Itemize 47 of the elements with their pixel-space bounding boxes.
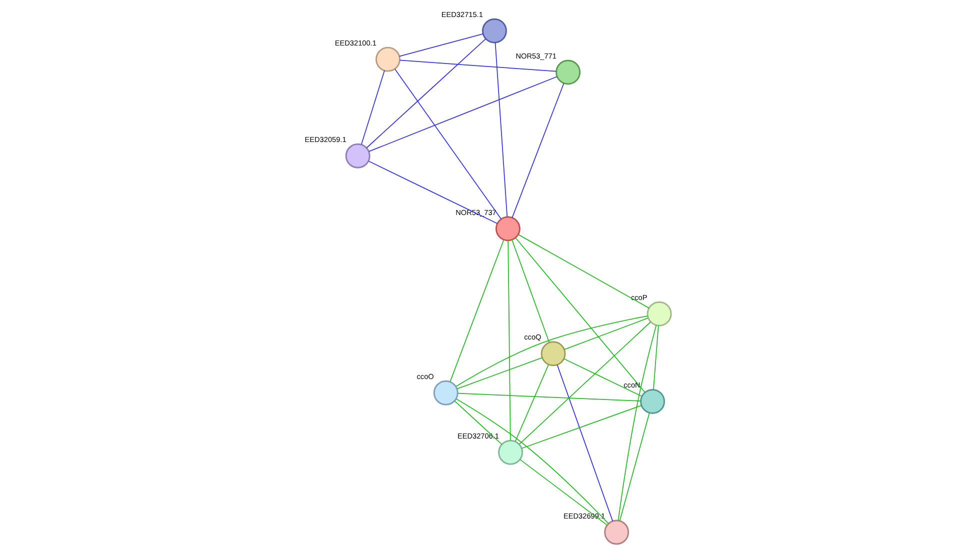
connector bbox=[449, 239, 504, 382]
connector bbox=[511, 82, 564, 218]
connector bbox=[563, 318, 648, 350]
connector bbox=[455, 398, 608, 524]
connector bbox=[455, 316, 648, 387]
connector bbox=[398, 60, 556, 72]
connector bbox=[494, 42, 508, 218]
connector bbox=[518, 321, 651, 445]
connector bbox=[398, 34, 483, 57]
node-circle bbox=[540, 341, 566, 366]
connector bbox=[652, 325, 658, 390]
node-label: ccoP bbox=[630, 292, 647, 302]
connector bbox=[556, 364, 613, 522]
node-label: ccoQ bbox=[524, 332, 541, 342]
connector bbox=[511, 239, 550, 343]
connector bbox=[514, 237, 645, 393]
connector bbox=[366, 38, 486, 148]
connector bbox=[514, 364, 548, 442]
node-circle bbox=[432, 380, 458, 406]
connector bbox=[368, 76, 557, 152]
connector bbox=[368, 160, 498, 224]
connector bbox=[360, 70, 384, 145]
node-circle bbox=[344, 143, 370, 168]
node-circle bbox=[640, 388, 665, 414]
node-circle bbox=[375, 46, 400, 72]
connector bbox=[618, 412, 650, 522]
node-label: ccoO bbox=[416, 372, 434, 381]
connector bbox=[517, 234, 649, 308]
node-circle bbox=[555, 60, 580, 85]
connector bbox=[562, 358, 642, 397]
node-label: ccoN bbox=[623, 380, 640, 390]
node-label: EED32715.1 bbox=[440, 10, 482, 19]
connector bbox=[507, 240, 510, 441]
node-circle bbox=[481, 18, 506, 44]
node-label: NOR53_771 bbox=[515, 51, 556, 60]
connector bbox=[456, 357, 542, 390]
node-circle bbox=[646, 301, 672, 326]
connector bbox=[456, 392, 641, 402]
node-label: EED32100.1 bbox=[334, 38, 376, 48]
node-circle bbox=[604, 520, 629, 545]
node-circle bbox=[494, 216, 520, 242]
node-circle bbox=[498, 440, 523, 465]
connector bbox=[520, 405, 642, 449]
connector bbox=[519, 459, 607, 526]
connector bbox=[394, 68, 502, 220]
connector bbox=[617, 324, 656, 521]
node-label: EED32059.1 bbox=[304, 134, 346, 144]
